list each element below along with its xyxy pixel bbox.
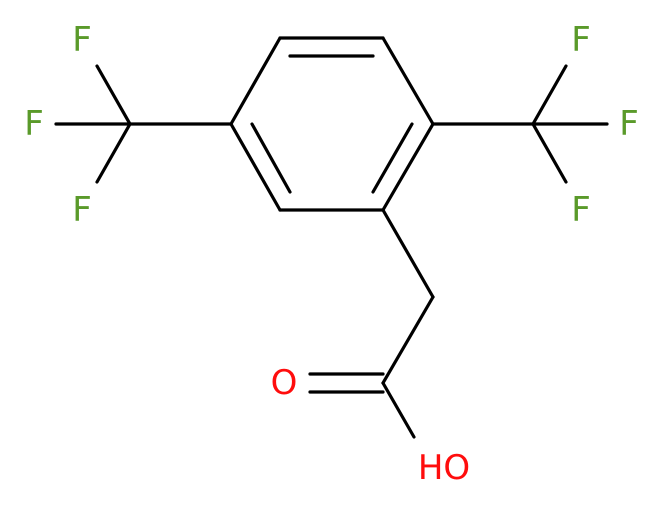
fluorine-atom-left-top: F (72, 20, 92, 60)
hydroxyl-group-label: HO (418, 448, 470, 488)
bond-cf3-left-f-bot (95, 122, 132, 184)
fluorine-atom-left-mid: F (24, 104, 44, 144)
fluorine-atom-left-bot: F (72, 190, 92, 230)
bond-cf3-right-f-bot (531, 122, 568, 184)
ring-bond-c3-c4 (381, 122, 435, 212)
ring-bond-c5-c6 (229, 122, 282, 212)
fluorine-atom-right-top: F (571, 20, 591, 60)
fluorine-atom-right-mid: F (619, 104, 639, 144)
ring-bond-c6-c1 (229, 36, 282, 126)
bond-cf3-right-f-top (531, 64, 568, 126)
ring-inner-bond-right (371, 122, 414, 194)
fluorine-atom-right-bot: F (571, 190, 591, 230)
bond-c-oh (381, 381, 416, 439)
ring-bond-c2-c3 (381, 36, 435, 126)
bond-cf3-left-f-top (95, 64, 132, 126)
oxygen-atom-carbonyl: O (271, 363, 298, 403)
ring-inner-bond-left (250, 122, 292, 194)
bond-ring-ch2 (381, 208, 435, 299)
bond-ch2-cooh (381, 295, 435, 385)
